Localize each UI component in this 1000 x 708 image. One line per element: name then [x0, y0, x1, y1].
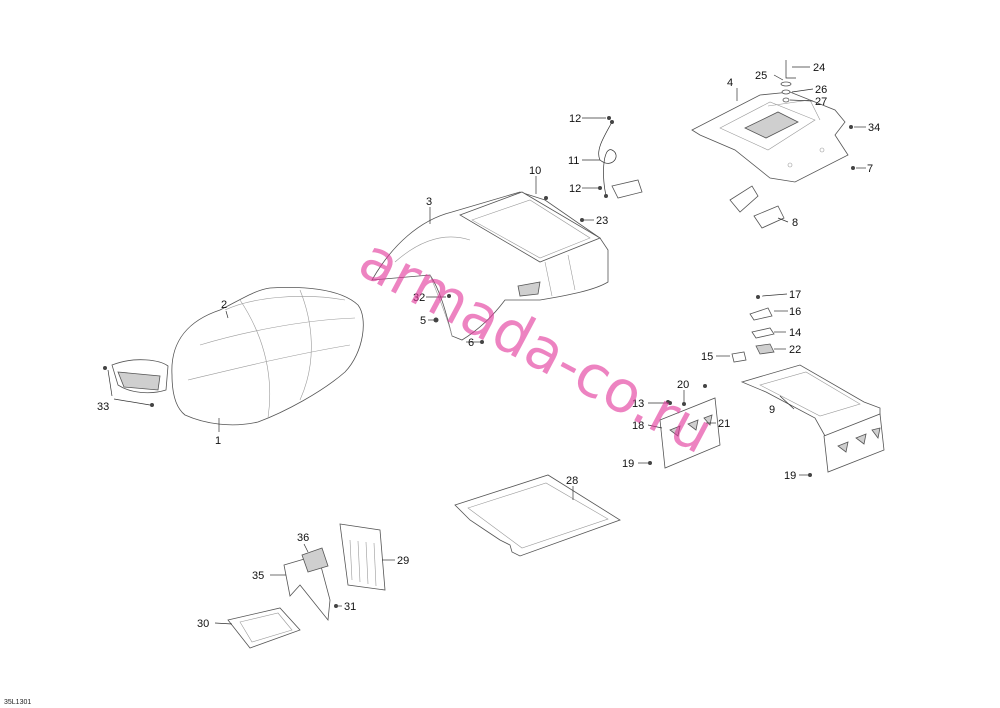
callout-24: 24	[813, 62, 825, 74]
callout-19a: 19	[622, 458, 634, 470]
callout-27: 27	[815, 96, 827, 108]
callout-8: 8	[792, 217, 798, 229]
battery-assembly-parts	[227, 523, 386, 649]
callout-18: 18	[632, 420, 644, 432]
callout-15: 15	[701, 351, 713, 363]
floor-mat-part	[454, 474, 621, 557]
callout-33: 33	[97, 401, 109, 413]
callout-22: 22	[789, 344, 801, 356]
fastener-dots	[103, 116, 855, 608]
callout-1: 1	[215, 435, 221, 447]
callout-31: 31	[344, 601, 356, 613]
callout-2: 2	[221, 299, 227, 311]
callout-3: 3	[426, 196, 432, 208]
drawing-reference: 35L1301	[4, 699, 31, 706]
callout-21: 21	[718, 418, 730, 430]
bolt-stack-part	[780, 60, 796, 103]
callout-36: 36	[297, 532, 309, 544]
callout-17: 17	[789, 289, 801, 301]
callout-29: 29	[397, 555, 409, 567]
rear-body-part	[371, 191, 609, 341]
callout-7: 7	[867, 163, 873, 175]
callout-28: 28	[566, 475, 578, 487]
support-frame-part	[740, 364, 885, 473]
callout-30: 30	[197, 618, 209, 630]
clip-parts	[731, 295, 775, 363]
mount-brackets-part	[729, 185, 785, 229]
leader-lines	[107, 66, 866, 625]
callout-16: 16	[789, 306, 801, 318]
callout-6: 6	[468, 337, 474, 349]
callout-25: 25	[755, 70, 767, 82]
callout-10: 10	[529, 165, 541, 177]
callout-23: 23	[596, 215, 608, 227]
callout-14: 14	[789, 327, 801, 339]
callout-26: 26	[815, 84, 827, 96]
license-bracket-part	[659, 384, 721, 469]
callout-20: 20	[677, 379, 689, 391]
callout-4: 4	[727, 77, 733, 89]
callout-12b: 12	[569, 183, 581, 195]
callout-5: 5	[420, 315, 426, 327]
callout-11: 11	[568, 155, 579, 167]
callout-13: 13	[632, 398, 644, 410]
cable-part	[598, 120, 643, 199]
callout-34: 34	[868, 122, 880, 134]
callout-12a: 12	[569, 113, 581, 125]
callout-35: 35	[252, 570, 264, 582]
callout-19b: 19	[784, 470, 796, 482]
callout-9: 9	[769, 404, 775, 416]
callout-labels: 1 2 3 4 5 6 7 8 9 10 11 12 12 13 14 15 1…	[97, 62, 880, 630]
callout-32: 32	[413, 292, 425, 304]
seat-part	[111, 286, 364, 426]
